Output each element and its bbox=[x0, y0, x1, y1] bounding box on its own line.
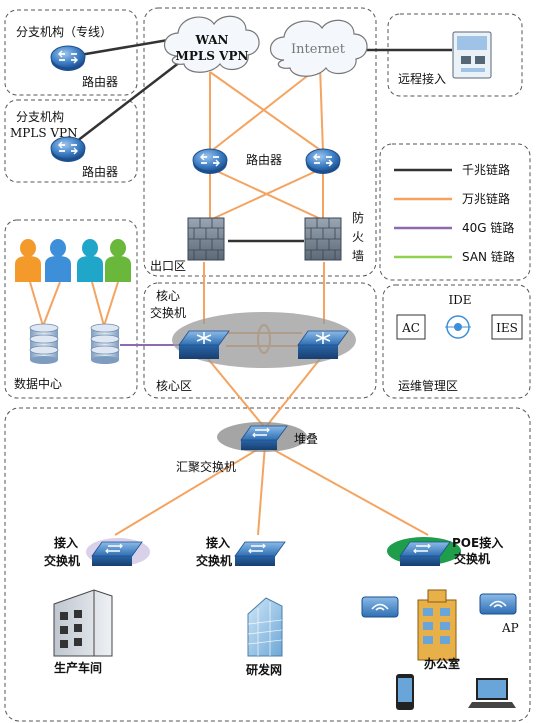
laptop-icon bbox=[468, 678, 516, 708]
wan-label-line2: MPLS VPN bbox=[176, 49, 249, 63]
poe-access-switch-icon bbox=[399, 541, 451, 566]
core-switch-right-icon bbox=[297, 330, 349, 359]
internet-label: Internet bbox=[291, 42, 346, 57]
core-switch-label-line1: 核心 bbox=[156, 289, 180, 303]
zone-ops bbox=[382, 284, 531, 399]
legend-item-label: SAN 链路 bbox=[462, 249, 515, 264]
ac-device bbox=[396, 314, 426, 340]
firewall-left bbox=[187, 217, 225, 261]
production-area-label: 生产车间 bbox=[54, 660, 102, 675]
ies-label: IES bbox=[496, 321, 518, 335]
access-left-label-line2: 交换机 bbox=[44, 553, 80, 568]
access-middle-label-line1: 接入 bbox=[206, 535, 230, 550]
wan-label-line1: WAN bbox=[195, 33, 229, 47]
core-switch-left-icon bbox=[178, 330, 230, 359]
access-switch-left-icon bbox=[91, 541, 143, 566]
legend-item-label: 40G 链路 bbox=[462, 220, 514, 235]
gigabit-links bbox=[67, 36, 452, 243]
egress-router-label: 路由器 bbox=[246, 152, 282, 167]
internet-cloud bbox=[269, 19, 368, 77]
access-switch-middle-icon bbox=[234, 541, 286, 566]
db-server-left-icon bbox=[29, 323, 59, 364]
aggregation-switch-icon bbox=[240, 425, 288, 450]
core-zone-label: 核心区 bbox=[156, 379, 192, 393]
branch-dedicated-title: 分支机构（专线） bbox=[16, 24, 112, 39]
access-left-label-line1: 接入 bbox=[54, 535, 78, 550]
db-server-right-icon bbox=[90, 323, 120, 364]
wireless-ap-icon bbox=[361, 596, 399, 618]
branch-dedicated-router-label: 路由器 bbox=[82, 74, 118, 89]
access-middle-label-line2: 交换机 bbox=[196, 553, 232, 568]
data-center-label: 数据中心 bbox=[14, 376, 62, 391]
ies-device bbox=[491, 314, 523, 340]
zone-branch-mpls bbox=[4, 99, 138, 183]
stack-label: 堆叠 bbox=[294, 432, 318, 446]
svg-text:墙: 墙 bbox=[352, 249, 364, 263]
ops-zone-label: 运维管理区 bbox=[398, 378, 458, 393]
egress-zone-label: 出口区 bbox=[150, 259, 186, 273]
wireless-ap-icon bbox=[479, 593, 517, 615]
svg-text:火: 火 bbox=[352, 230, 364, 244]
router-branch-dedicated-icon bbox=[50, 45, 86, 71]
branch-mpls-router-label: 路由器 bbox=[82, 164, 118, 179]
ac-label: AC bbox=[401, 321, 420, 335]
user-group-icon bbox=[15, 239, 131, 282]
zone-egress bbox=[143, 7, 377, 277]
zone-core bbox=[143, 282, 377, 399]
branch-mpls-subtitle: MPLS VPN bbox=[10, 126, 78, 140]
access-right-label-line2: 交换机 bbox=[454, 551, 490, 566]
mobile-phone-icon bbox=[396, 674, 414, 710]
core-switch-label-line2: 交换机 bbox=[150, 305, 186, 320]
zone-campus bbox=[4, 407, 531, 722]
aggregation-switch-label: 汇聚交换机 bbox=[176, 459, 236, 474]
office-building-icon bbox=[417, 589, 457, 661]
legend-item-label: 万兆链路 bbox=[462, 191, 510, 206]
zone-legend bbox=[379, 143, 531, 281]
remote-access-device-icon bbox=[452, 31, 492, 79]
access-right-label-line1: POE接入 bbox=[452, 535, 503, 550]
router-branch-mpls-icon bbox=[50, 136, 86, 162]
ide-icon bbox=[445, 315, 471, 339]
remote-access-label: 远程接入 bbox=[398, 71, 446, 86]
wan-cloud bbox=[163, 15, 260, 73]
zone-data-center bbox=[4, 219, 138, 399]
router-egress-right-icon bbox=[305, 148, 341, 174]
ide-label: IDE bbox=[448, 293, 471, 307]
office-area-label: 办公室 bbox=[424, 656, 460, 671]
rd-building-icon bbox=[247, 597, 283, 657]
tengig-links bbox=[29, 65, 429, 536]
svg-text:防: 防 bbox=[352, 210, 364, 225]
rd-area-label: 研发网 bbox=[246, 662, 282, 677]
firewall-label: 防 火 墙 bbox=[352, 210, 364, 263]
router-egress-left-icon bbox=[192, 148, 228, 174]
ap-label: AP bbox=[501, 621, 519, 635]
factory-building-icon bbox=[53, 589, 113, 657]
branch-mpls-title: 分支机构 bbox=[16, 109, 64, 124]
zone-remote-access bbox=[387, 13, 523, 97]
firewall-right bbox=[304, 217, 342, 261]
zone-branch-dedicated bbox=[4, 9, 138, 96]
legend-item-label: 千兆链路 bbox=[462, 162, 510, 177]
